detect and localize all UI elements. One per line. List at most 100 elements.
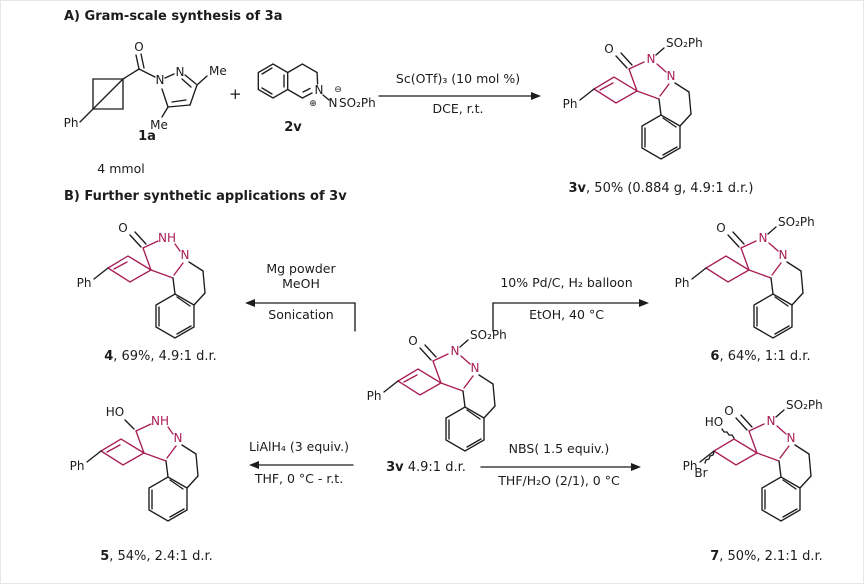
bonds [257, 63, 330, 101]
bond-line [735, 417, 748, 431]
bond-line [196, 75, 208, 86]
atom-label-n: N [779, 248, 788, 262]
caption-6-label: 6 [710, 349, 720, 364]
arrowhead [631, 463, 641, 471]
bond-line [92, 78, 124, 110]
amount-1a: 4 mmol [97, 161, 145, 176]
bond-line [184, 74, 197, 85]
bond-line [129, 234, 142, 248]
bonds [691, 226, 804, 339]
caption-3v-center-text: 4.9:1 d.r. [403, 460, 466, 475]
bond-line [79, 108, 94, 123]
bond-line [424, 344, 437, 358]
section-a-title-compound: 3a [264, 9, 283, 24]
section-b-title-text: B) Further synthetic applications of [64, 189, 330, 204]
caption-3v-label: 3v [568, 181, 587, 196]
atom-label-so2ph: SO₂Ph [339, 96, 376, 110]
atom-label-o: O [716, 221, 725, 235]
bond-line [753, 293, 793, 339]
bond-line [478, 374, 494, 385]
bond-line [140, 53, 145, 69]
atom-label-n: N [174, 431, 183, 445]
bond-line [148, 476, 188, 522]
bond-line [302, 87, 311, 93]
caption-7-label: 7 [710, 549, 720, 564]
atom-label-so2ph: SO₂Ph [778, 215, 815, 229]
bond-line [662, 146, 678, 156]
structure-5: HO NH N Ph [70, 405, 199, 522]
highlighted-bonds [712, 423, 790, 466]
bond-line [142, 240, 159, 249]
bond-line [257, 63, 289, 99]
bond-line [699, 450, 715, 463]
section-a-title-text: A) Gram-scale synthesis of [64, 9, 265, 24]
reagent-top-right-below: EtOH, 40 °C [529, 307, 604, 322]
bond-line [173, 262, 184, 276]
atom-label-me: Me [150, 118, 168, 132]
caption-7: 7, 50%, 2.1:1 d.r. [659, 549, 863, 564]
bond-line [445, 406, 485, 452]
bond-line [142, 247, 152, 271]
plus-circle-icon: ⊕ [309, 99, 317, 109]
bond-line [167, 104, 191, 108]
bond-line [767, 226, 777, 235]
bond-line [808, 453, 812, 477]
bond-line [688, 91, 692, 115]
bond-line [748, 430, 758, 454]
bond-line [440, 382, 464, 392]
arrow-top-right [492, 299, 649, 332]
atom-label-o: O [134, 40, 143, 54]
bond-line [748, 423, 765, 432]
bonds [86, 419, 199, 522]
structure-6: O N N SO₂Ph Ph [675, 215, 815, 339]
bonds [699, 409, 812, 522]
reagent-bottom-left-below: THF, 0 °C - r.t. [254, 471, 344, 486]
bond-line [800, 270, 804, 294]
bond-line [161, 88, 169, 108]
bond-line [658, 98, 662, 116]
bond-line [176, 325, 192, 335]
bond-line [674, 82, 690, 93]
caption-3v-center: 3v 4.9:1 d.r. [331, 460, 521, 475]
reagent-line: MeOH [282, 276, 320, 291]
bond-line [466, 409, 481, 420]
bond-line [150, 269, 174, 279]
bond-line [169, 508, 185, 518]
atom-label-br: Br [694, 466, 707, 480]
bond-line [287, 63, 319, 85]
structure-3v-center: O N N SO₂Ph Ph [367, 328, 507, 452]
bond-line [419, 347, 432, 361]
atom-label-o: O [408, 334, 417, 348]
bond-line [774, 296, 789, 307]
arrow-bottom-right [480, 463, 641, 471]
bond-line [202, 270, 206, 294]
bond-line [641, 114, 681, 160]
atom-label-n: N [787, 431, 796, 445]
bond-line [195, 453, 199, 477]
structure-2v: N ⊕ ⊖ N SO₂Ph 2v [257, 63, 376, 135]
atom-label-ho: HO [106, 405, 124, 419]
bond-line [463, 375, 474, 389]
bond-line [794, 444, 810, 455]
bond-line [113, 261, 128, 270]
bond-line [432, 353, 449, 362]
wavy-bond-ho [721, 428, 735, 439]
arrow-bottom-left [249, 461, 354, 469]
bond-line [636, 90, 660, 100]
caption-4-text: , 69%, 4.9:1 d.r. [113, 349, 217, 364]
bond-line [189, 84, 198, 106]
atom-label-n: N [181, 248, 190, 262]
bond-line [181, 78, 192, 88]
caption-5: 5, 54%, 2.4:1 d.r. [49, 549, 264, 564]
bond-line [579, 88, 595, 101]
atom-label-o: O [724, 404, 733, 418]
bond-line [791, 292, 804, 306]
bond-line [181, 444, 197, 455]
bond-line [679, 113, 692, 127]
bond-line [169, 479, 184, 490]
bond-line [599, 82, 614, 91]
bond-line [691, 267, 707, 280]
bond-line [662, 117, 677, 128]
bond-line [704, 255, 751, 283]
